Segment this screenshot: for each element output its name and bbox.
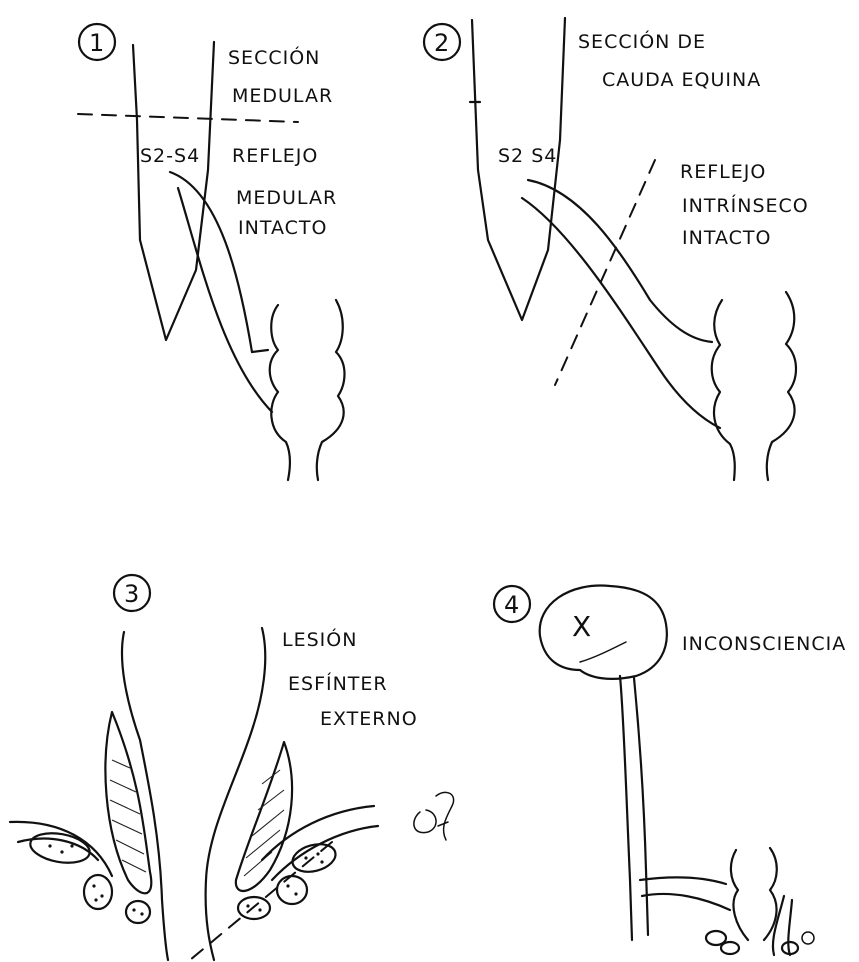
panel-3-left-sphincter bbox=[105, 712, 151, 893]
panel-3-muscle-bundle bbox=[277, 876, 307, 904]
panel-3-canal-left bbox=[122, 632, 168, 960]
panel-4-number: 4 bbox=[504, 591, 520, 619]
panel-2: 2 SECCIÓN DE CAUDA EQUINA S2 S4 REFLEJO … bbox=[424, 18, 809, 480]
panel-3-caption-line-1: LESIÓN bbox=[282, 627, 357, 651]
panel-2-rectum-right bbox=[767, 292, 796, 480]
panel-2-caption-line-1: SECCIÓN DE bbox=[578, 29, 706, 53]
panel-3: 3 LESIÓN ESFÍNTER EXTERNO bbox=[10, 575, 454, 960]
panel-2-number: 2 bbox=[434, 29, 450, 57]
panel-4-spinal-cord-left bbox=[620, 676, 632, 940]
panel-3-muscle-bundle bbox=[84, 875, 112, 909]
panel-1-rectum-right bbox=[317, 300, 345, 480]
panel-1: 1 SECCIÓN MEDULAR S2-S4 REFLEJO MEDULAR … bbox=[78, 24, 345, 480]
panel-4-rectum-left bbox=[731, 850, 748, 940]
panel-4-caption-line-1: INCONSCIENCIA bbox=[682, 633, 846, 655]
panel-1-number: 1 bbox=[89, 29, 105, 57]
signature-icon bbox=[414, 792, 454, 840]
panel-2-caption-line-2: CAUDA EQUINA bbox=[602, 69, 761, 91]
brain-icon bbox=[540, 586, 667, 679]
panel-1-reflex-line-3: INTACTO bbox=[238, 217, 327, 239]
panel-1-reflex-line-1: REFLEJO bbox=[232, 145, 318, 167]
panel-3-number: 3 bbox=[124, 580, 140, 608]
panel-2-spinal-cord-cone bbox=[472, 18, 565, 320]
panel-2-level-label: S2 S4 bbox=[498, 145, 557, 167]
panel-3-canal-right bbox=[206, 628, 266, 960]
panel-1-level-label: S2-S4 bbox=[140, 145, 200, 167]
panel-1-spinal-cord-cone bbox=[133, 42, 214, 340]
panel-3-muscle-bundle bbox=[126, 901, 150, 923]
panel-1-section-line bbox=[78, 114, 298, 122]
panel-1-caption-line-2: MEDULAR bbox=[232, 85, 333, 107]
panel-2-reflex-line-3: INTACTO bbox=[682, 227, 771, 249]
panel-2-section-line bbox=[555, 160, 655, 385]
panel-2-reflex-line-1: REFLEJO bbox=[680, 161, 766, 183]
panel-1-reflex-line-2: MEDULAR bbox=[236, 187, 337, 209]
panel-4: 4 INCONSCIENCIA X bbox=[494, 586, 846, 955]
panel-2-rectum-left bbox=[712, 300, 735, 480]
panel-2-reflex-line-2: INTRÍNSECO bbox=[682, 194, 809, 217]
panel-3-caption-line-2: ESFÍNTER bbox=[288, 672, 388, 695]
panel-4-brain-mark: X bbox=[572, 610, 592, 643]
panel-3-caption-line-3: EXTERNO bbox=[320, 708, 418, 730]
panel-1-rectum-left bbox=[270, 305, 290, 480]
panel-4-muscle-bundle bbox=[721, 942, 739, 954]
panel-1-caption-line-1: SECCIÓN bbox=[228, 45, 320, 69]
